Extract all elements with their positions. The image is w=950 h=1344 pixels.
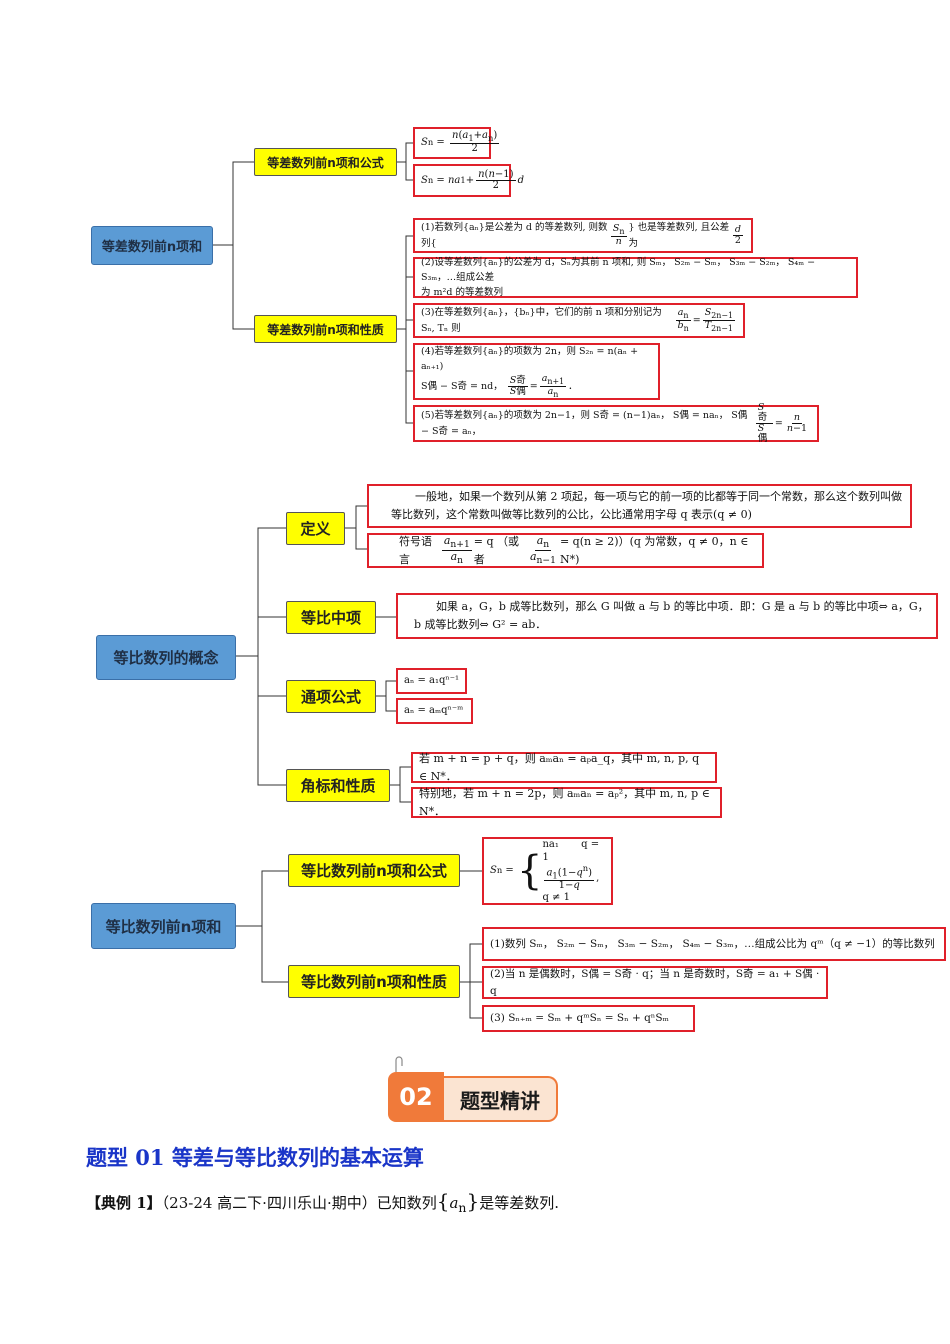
geo-index-property-2: 特别地，若 m + n = 2p，则 aₘaₙ = aₚ²，其中 m, n, p…: [411, 787, 722, 818]
branch-geo-sum-property: 等比数列前n项和性质: [288, 965, 460, 998]
branch-arith-sum-property: 等差数列前n项和性质: [254, 315, 397, 343]
branch-geo-general-term: 通项公式: [286, 680, 376, 713]
geo-middle-term-text: 如果 a，G，b 成等比数列，那么 G 叫做 a 与 b 的等比中项．即：G 是…: [396, 593, 938, 639]
branch-arith-sum-formula: 等差数列前n项和公式: [254, 148, 397, 176]
branch-geo-sum-formula: 等比数列前n项和公式: [288, 854, 460, 887]
example-tail: 是等差数列.: [479, 1194, 559, 1212]
geo-sum-property-3: (3) Sₙ₊ₘ = Sₘ + qᵐSₙ = Sₙ + qⁿSₘ: [482, 1005, 695, 1032]
badge-label: 题型精讲: [444, 1076, 558, 1122]
paperclip-icon: [395, 1056, 403, 1072]
geo-general-term-1: aₙ = a₁qⁿ⁻¹: [396, 668, 467, 694]
section-badge: 02 题型精讲: [388, 1056, 566, 1122]
branch-geo-middle-term: 等比中项: [286, 601, 376, 634]
root-arith-sum: 等差数列前n项和: [91, 226, 213, 265]
branch-geo-index-property: 角标和性质: [286, 769, 390, 802]
arith-prop-4: (4)若等差数列{aₙ}的项数为 2n，则 S₂ₙ = n(aₙ + aₙ₊₁)…: [413, 343, 660, 400]
badge-number: 02: [388, 1072, 444, 1122]
arith-prop-2: (2)设等差数列{aₙ}的公差为 d，Sₙ为其前 n 项和, 则 Sₘ， S₂ₘ…: [413, 257, 858, 298]
geo-general-term-2: aₙ = aₘqⁿ⁻ᵐ: [396, 698, 473, 724]
branch-geo-definition: 定义: [286, 512, 345, 545]
root-geo-concept: 等比数列的概念: [96, 635, 236, 680]
geo-sum-property-2: (2)当 n 是偶数时，S偶 = S奇 · q；当 n 是奇数时，S奇 = a₁…: [482, 966, 828, 999]
geo-index-property-1: 若 m + n = p + q，则 aₘaₙ = aₚa_q，其中 m, n, …: [411, 752, 717, 783]
example-source: （23-24 高二下·四川乐山·期中）已知数列: [161, 1194, 437, 1212]
arith-prop-5: (5)若等差数列{aₙ}的项数为 2n−1，则 S奇 = (n−1)aₙ， S偶…: [413, 403, 819, 443]
geo-definition-text: 一般地，如果一个数列从第 2 项起，每一项与它的前一项的比都等于同一个常数，那么…: [367, 484, 912, 528]
section-title: 题型 01 等差与等比数列的基本运算: [86, 1145, 424, 1170]
geo-sum-property-1: (1)数列 Sₘ， S₂ₘ − Sₘ， S₃ₘ − S₂ₘ， S₄ₘ − S₃ₘ…: [482, 927, 946, 961]
example-line: 【典例 1】（23-24 高二下·四川乐山·期中）已知数列{an}是等差数列.: [86, 1189, 559, 1215]
root-geo-sum: 等比数列前n项和: [91, 903, 236, 949]
arith-prop-3: (3)在等差数列{aₙ}，{bₙ}中，它们的前 n 项和分别记为 Sₙ, Tₙ …: [413, 303, 745, 338]
example-tag: 【典例 1】: [86, 1194, 162, 1212]
